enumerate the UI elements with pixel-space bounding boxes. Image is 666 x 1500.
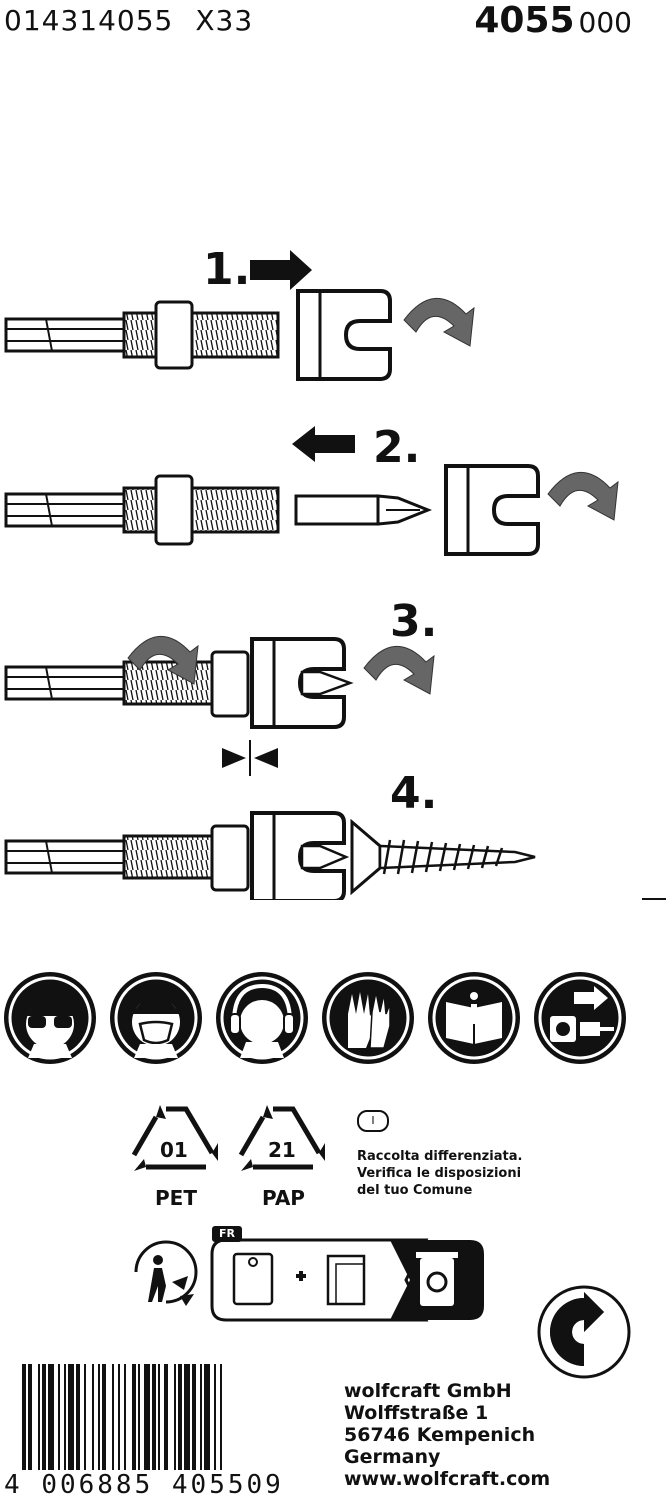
rotate-arrow-icon bbox=[363, 645, 435, 695]
step-3-diagram bbox=[4, 635, 435, 776]
article-number: 014314055 bbox=[4, 4, 174, 37]
barcode-bar bbox=[192, 1364, 196, 1470]
sorting-instructions bbox=[134, 1238, 484, 1322]
barcode-group-left: 006885 bbox=[41, 1470, 154, 1500]
barcode-bar bbox=[102, 1364, 106, 1470]
address-line: Wolffstraße 1 bbox=[344, 1402, 489, 1424]
barcode-bar bbox=[64, 1364, 66, 1470]
barcode-bar bbox=[112, 1364, 114, 1470]
barcode-bar bbox=[152, 1364, 156, 1470]
recycling-bin-icon bbox=[416, 1252, 458, 1306]
step-4-label: 4. bbox=[390, 768, 438, 819]
product-code-main: 4055 bbox=[474, 0, 575, 41]
barcode-bar bbox=[144, 1364, 150, 1470]
safety-goggles-icon bbox=[4, 972, 96, 1064]
push-left-arrow-icon bbox=[292, 426, 355, 462]
green-dot-icon bbox=[537, 1285, 631, 1379]
barcode-bar bbox=[124, 1364, 126, 1470]
blister-card-icon bbox=[232, 1252, 274, 1306]
barcode-bar bbox=[38, 1364, 40, 1470]
barcode-digits: 4 006885 405509 bbox=[4, 1470, 284, 1500]
recycling-number-pet: 01 bbox=[160, 1138, 188, 1162]
rotate-arrow-icon bbox=[547, 471, 619, 521]
recycling-number-pap: 21 bbox=[268, 1138, 296, 1162]
barcode-group-right: 405509 bbox=[171, 1470, 284, 1500]
barcode-bar bbox=[184, 1364, 190, 1470]
address-line: wolfcraft GmbH bbox=[344, 1380, 512, 1402]
barcode-bar bbox=[174, 1364, 176, 1470]
barcode-bar bbox=[42, 1364, 46, 1470]
barcode-bar bbox=[92, 1364, 94, 1470]
triman-icon bbox=[134, 1240, 198, 1306]
barcode-bar bbox=[98, 1364, 100, 1470]
barcode-bar bbox=[118, 1364, 120, 1470]
step-4-diagram bbox=[4, 811, 536, 900]
step-2-label: 2. bbox=[373, 422, 421, 473]
barcode bbox=[22, 1364, 222, 1470]
barcode-bar bbox=[132, 1364, 136, 1470]
barcode-bar bbox=[164, 1364, 168, 1470]
barcode-bar bbox=[76, 1364, 80, 1470]
instruction-diagram bbox=[4, 250, 666, 900]
barcode-first-digit: 4 bbox=[4, 1470, 23, 1500]
address-line: 56746 Kempenich bbox=[344, 1424, 536, 1446]
variant-code: X33 bbox=[195, 4, 254, 37]
dust-mask-icon bbox=[110, 972, 202, 1064]
recycling-triangle-icon bbox=[238, 1105, 325, 1171]
barcode-bar bbox=[58, 1364, 60, 1470]
unplug-icon bbox=[534, 972, 626, 1064]
address-line: Germany bbox=[344, 1446, 441, 1468]
step-1-label: 1. bbox=[203, 244, 251, 295]
barcode-bar bbox=[214, 1364, 216, 1470]
screw bbox=[350, 818, 536, 896]
recycling-codes bbox=[131, 1105, 325, 1171]
product-code-suffix: 000 bbox=[578, 6, 632, 39]
push-right-arrow-icon bbox=[250, 250, 312, 290]
barcode-bar bbox=[138, 1364, 140, 1470]
barcode-bar bbox=[48, 1364, 54, 1470]
protective-gloves-icon bbox=[322, 972, 414, 1064]
barcode-bar bbox=[28, 1364, 32, 1470]
recycling-material-pap: PAP bbox=[262, 1186, 305, 1210]
step-1-diagram bbox=[4, 250, 475, 381]
article-code: 014314055 X33 bbox=[4, 4, 275, 37]
gap-indicator-icon bbox=[222, 740, 278, 776]
barcode-bar bbox=[68, 1364, 74, 1470]
recycling-note-line: del tuo Comune bbox=[357, 1183, 473, 1198]
barcode-bar bbox=[158, 1364, 160, 1470]
barcode-bar bbox=[220, 1364, 222, 1470]
screwdriver-bit bbox=[294, 494, 433, 526]
read-manual-icon bbox=[428, 972, 520, 1064]
recycling-note: Raccolta differenziata. Verifica le disp… bbox=[357, 1148, 522, 1199]
country-badge: FR bbox=[212, 1226, 242, 1242]
manufacturer-address: wolfcraft GmbH Wolffstraße 1 56746 Kempe… bbox=[344, 1380, 550, 1490]
recycling-note-line: Verifica le disposizioni bbox=[357, 1166, 522, 1181]
barcode-bar bbox=[84, 1364, 86, 1470]
recycling-note-line: Raccolta differenziata. bbox=[357, 1149, 523, 1164]
barcode-bar bbox=[204, 1364, 210, 1470]
ear-protection-icon bbox=[216, 972, 308, 1064]
plastic-shell-icon bbox=[326, 1254, 366, 1306]
step-3-label: 3. bbox=[390, 596, 438, 647]
safety-icons-row bbox=[4, 972, 626, 1064]
barcode-bar bbox=[178, 1364, 182, 1470]
step-2-diagram bbox=[4, 426, 619, 556]
rotate-arrow-icon bbox=[403, 297, 475, 347]
recycling-triangle-icon bbox=[131, 1105, 218, 1171]
address-line: www.wolfcraft.com bbox=[344, 1468, 551, 1490]
barcode-bar bbox=[22, 1364, 26, 1470]
recycling-material-pet: PET bbox=[155, 1186, 197, 1210]
barcode-bar bbox=[200, 1364, 202, 1470]
language-badge: I bbox=[357, 1110, 389, 1132]
